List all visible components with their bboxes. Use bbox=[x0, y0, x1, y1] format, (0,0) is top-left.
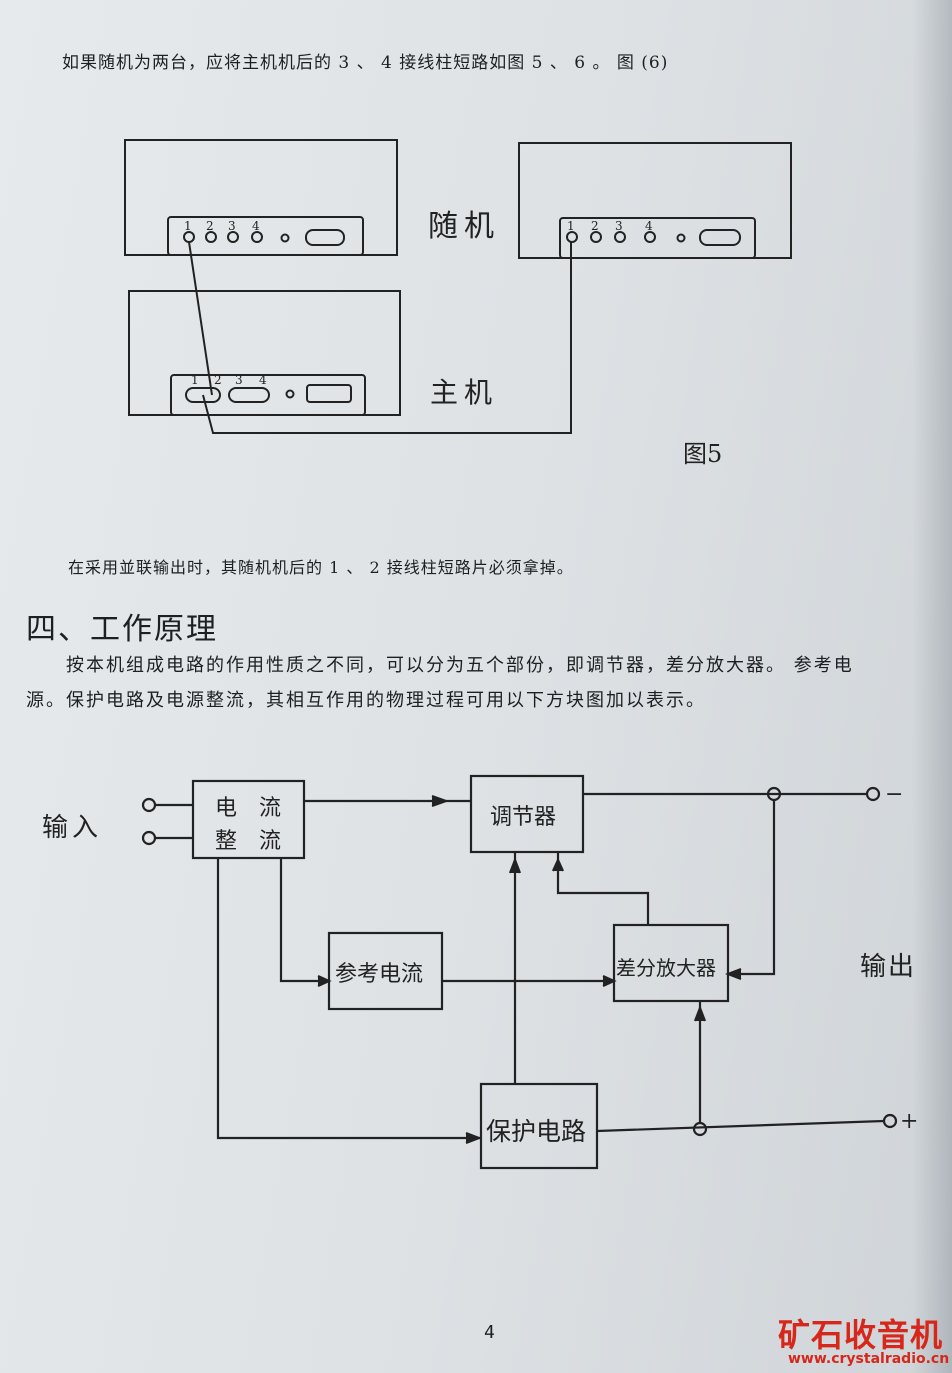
protection-label: 保护电路 bbox=[486, 1117, 586, 1146]
page-edge-shadow bbox=[912, 0, 952, 1373]
master-unit-panel bbox=[170, 374, 366, 416]
master-terminal-3-label: 3 bbox=[235, 373, 243, 387]
rectifier-label-2: 整 流 bbox=[215, 829, 281, 854]
diff-amp-label: 差分放大器 bbox=[616, 956, 716, 980]
rectifier-block bbox=[191, 779, 306, 860]
parallel-note: 在采用並联输出时，其随机机后的 1 、 2 接线柱短路片必须拿掉。 bbox=[68, 558, 574, 577]
page-number: 4 bbox=[484, 1322, 495, 1343]
watermark-logo-text: 矿石收音机 bbox=[778, 1316, 944, 1354]
right-terminal-2-label: 2 bbox=[591, 219, 599, 233]
left-terminal-2-label: 2 bbox=[206, 219, 214, 233]
right-terminal-4-label: 4 bbox=[645, 219, 653, 233]
protection-block bbox=[479, 1082, 599, 1170]
diff-amp-block bbox=[612, 923, 730, 1003]
right-terminal-1-label: 1 bbox=[567, 219, 575, 233]
input-label: 输入 bbox=[42, 813, 102, 843]
master-terminal-4-label: 4 bbox=[259, 373, 267, 387]
slave-unit-left-panel bbox=[167, 216, 364, 256]
regulator-block bbox=[469, 774, 585, 854]
figure5-caption: 图5 bbox=[683, 440, 722, 468]
slave-unit-right-panel bbox=[559, 217, 756, 259]
reference-label: 参考电流 bbox=[335, 962, 423, 987]
left-terminal-1-label: 1 bbox=[184, 219, 192, 233]
right-terminal-3-label: 3 bbox=[615, 219, 623, 233]
master-terminal-2-label: 2 bbox=[214, 373, 222, 387]
plus-terminal-label: + bbox=[900, 1109, 918, 1134]
minus-terminal-label: − bbox=[885, 782, 903, 807]
regulator-label: 调节器 bbox=[490, 805, 556, 830]
paragraph-line-1: 按本机组成电路的作用性质之不同，可以分为五个部份，即调节器，差分放大器。 参考电 bbox=[66, 655, 854, 676]
section-heading: 四、工作原理 bbox=[26, 612, 218, 647]
watermark-url: www.crystalradio.cn bbox=[788, 1351, 950, 1367]
slave-label: 随机 bbox=[428, 209, 500, 244]
intro-text: 如果随机为两台，应将主机机后的 3 、 4 接线柱短路如图 5 、 6 。 图 … bbox=[62, 53, 669, 73]
paragraph-line-2: 源。保护电路及电源整流，其相互作用的物理过程可用以下方块图加以表示。 bbox=[26, 690, 706, 711]
master-label: 主机 bbox=[430, 376, 498, 409]
left-terminal-3-label: 3 bbox=[228, 219, 236, 233]
reference-block bbox=[327, 931, 444, 1011]
master-terminal-1-label: 1 bbox=[191, 373, 199, 387]
rectifier-label-1: 电 流 bbox=[215, 796, 281, 821]
output-label: 输出 bbox=[860, 952, 916, 982]
left-terminal-4-label: 4 bbox=[252, 219, 260, 233]
